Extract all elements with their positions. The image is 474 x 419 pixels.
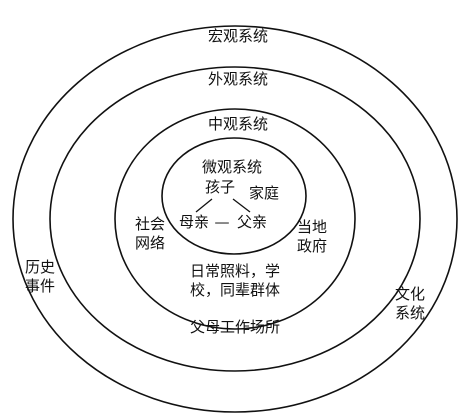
meso-system-label: 中观系统 bbox=[207, 115, 268, 133]
macro-system-circle bbox=[12, 25, 458, 413]
meso-system-circle bbox=[114, 108, 356, 330]
child-label: 孩子 bbox=[204, 178, 235, 196]
parents-workplace-label: 父母工作场所 bbox=[189, 318, 280, 336]
cultural-system-label: 文化 系统 bbox=[394, 285, 425, 322]
mother-label: 母亲 bbox=[178, 213, 209, 231]
child-mother-link bbox=[195, 198, 213, 213]
child-father-link bbox=[232, 198, 251, 213]
micro-system-label: 微观系统 bbox=[201, 158, 262, 176]
historical-events-label: 历史 事件 bbox=[24, 258, 55, 295]
social-network-label: 社会 网络 bbox=[134, 215, 165, 252]
daycare-school-peers-label: 日常照料，学 校，同辈群体 bbox=[189, 262, 280, 299]
father-label: 父亲 bbox=[236, 213, 267, 231]
parents-dash: — bbox=[214, 213, 230, 231]
exo-system-label: 外观系统 bbox=[207, 70, 268, 88]
home-label: 家庭 bbox=[248, 184, 279, 202]
micro-system-circle bbox=[161, 137, 307, 255]
local-government-label: 当地 政府 bbox=[296, 218, 327, 255]
macro-system-label: 宏观系统 bbox=[207, 27, 268, 45]
exo-system-circle bbox=[49, 66, 421, 372]
